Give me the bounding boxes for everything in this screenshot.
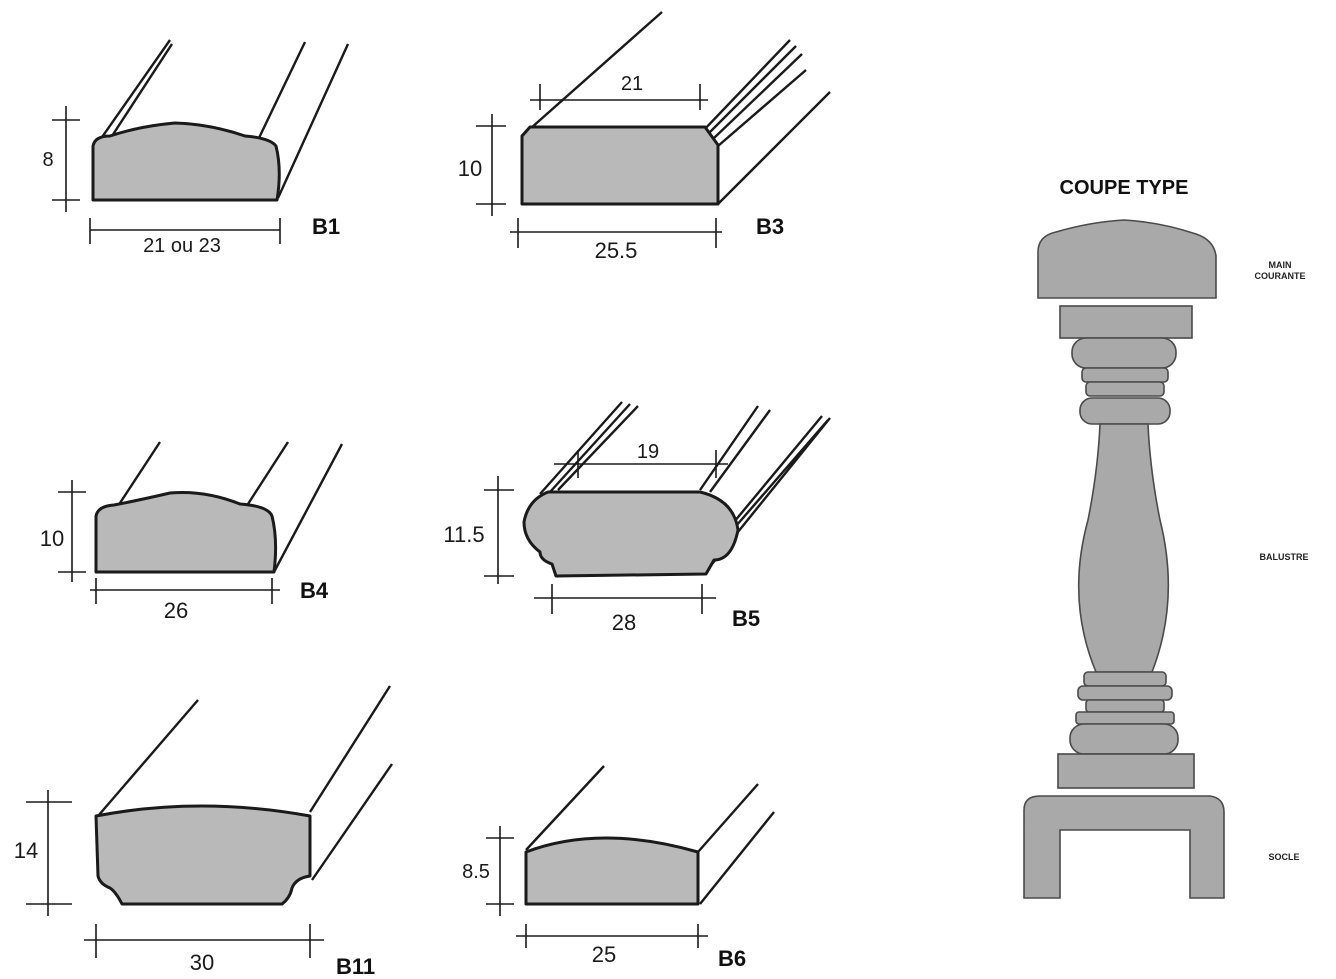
b5-height-label: 11.5 xyxy=(443,522,484,547)
b3-code-label: B3 xyxy=(756,214,784,239)
b3-width-label: 25.5 xyxy=(595,238,638,263)
b4-height-label: 10 xyxy=(40,526,64,551)
base-shape xyxy=(1023,795,1225,899)
b4-code-label: B4 xyxy=(300,578,329,603)
b1-height-label: 8 xyxy=(42,149,53,171)
b1-width-label: 21 ou 23 xyxy=(143,235,221,257)
section-title: COUPE TYPE xyxy=(1060,177,1189,199)
profile-b3: 21 10 25.5 B3 xyxy=(458,11,831,263)
profile-b5: 19 11.5 28 B5 xyxy=(443,401,831,635)
profile-b1: 8 21 ou 23 B1 xyxy=(42,39,350,257)
b11-width-label: 30 xyxy=(190,950,214,975)
b11-height-label: 14 xyxy=(14,838,38,863)
b4-width-label: 26 xyxy=(164,598,188,623)
handrail-label-line2: COURANTE xyxy=(1255,271,1306,281)
base-label: SOCLE xyxy=(1268,852,1299,862)
b6-code-label: B6 xyxy=(718,946,746,971)
b5-code-label: B5 xyxy=(732,606,760,631)
b6-width-label: 25 xyxy=(592,942,616,967)
b1-code-label: B1 xyxy=(312,214,340,239)
b5-top-width-label: 19 xyxy=(637,441,659,463)
profile-b4: 10 26 B4 xyxy=(40,441,344,623)
baluster-label: BALUSTRE xyxy=(1260,552,1309,562)
baluster-shape xyxy=(1057,305,1195,789)
b3-top-width-label: 21 xyxy=(621,73,643,95)
b11-code-label: B11 xyxy=(336,954,375,979)
profile-b11: 14 30 B11 xyxy=(14,685,393,979)
b5-width-label: 28 xyxy=(612,610,636,635)
handrail-label-line1: MAIN xyxy=(1269,260,1292,270)
typical-section: COUPE TYPE MAIN COURANTE BALUSTRE SOCLE xyxy=(1023,177,1309,899)
profile-b6: 8.5 25 B6 xyxy=(462,765,775,971)
b3-height-label: 10 xyxy=(458,156,482,181)
handrail-shape xyxy=(1037,219,1217,299)
b6-height-label: 8.5 xyxy=(462,861,490,883)
